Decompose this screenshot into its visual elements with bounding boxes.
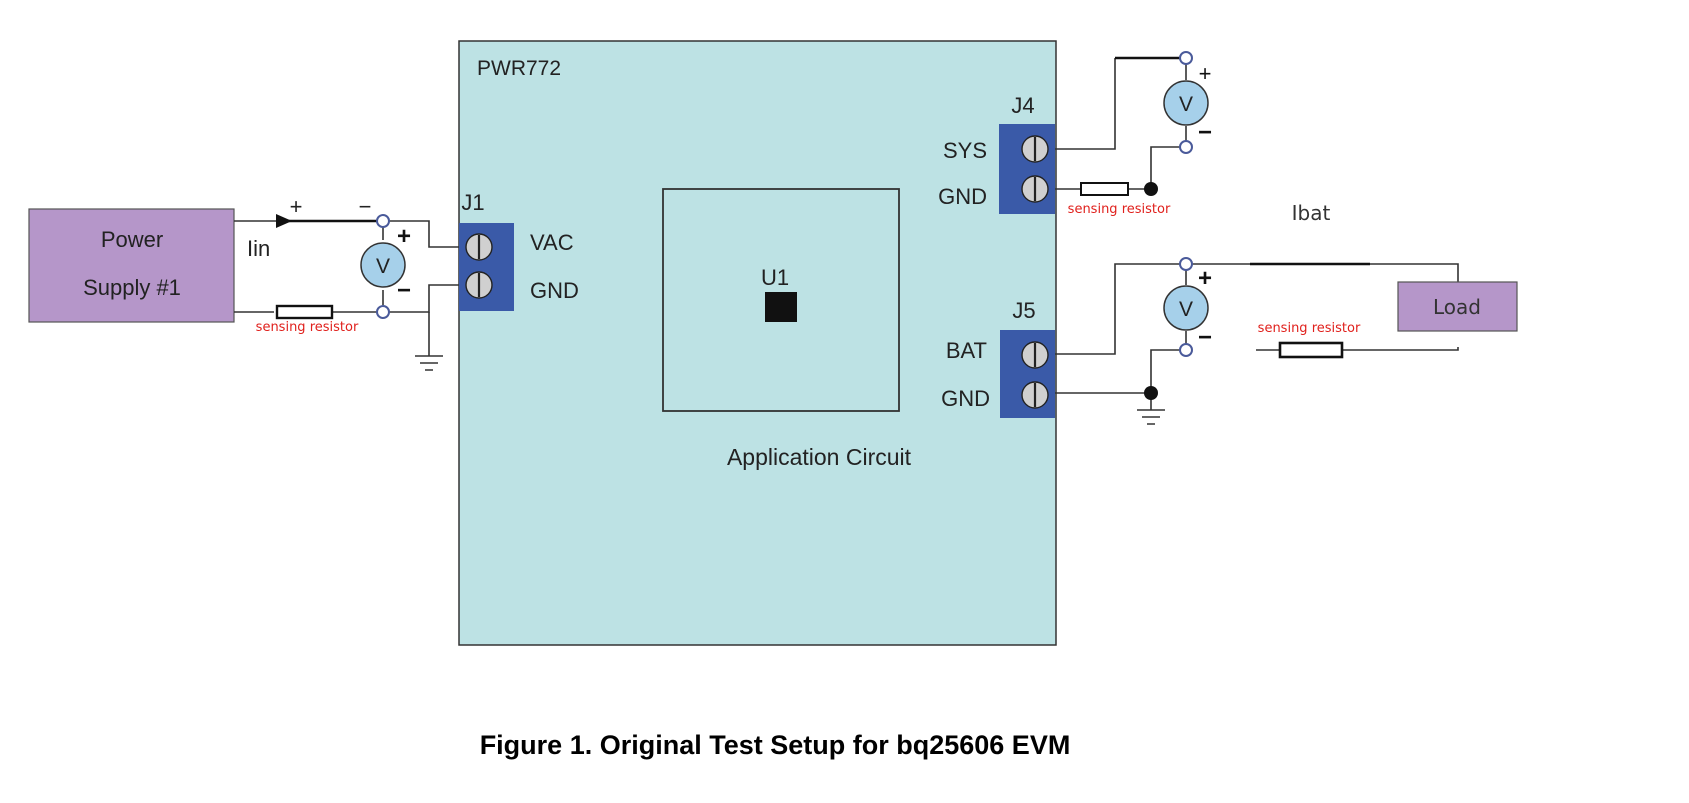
j4-body <box>999 124 1055 214</box>
j4-meter-plus: + <box>1199 61 1212 86</box>
j5-screw-2 <box>1021 381 1049 409</box>
input-meter-label: V <box>376 255 390 278</box>
ic-chip <box>765 292 797 322</box>
j4-meter-terminal-bottom <box>1179 140 1193 154</box>
j5-meter-terminal-top <box>1179 257 1193 271</box>
evm-board: PWR772 U1 Application Circuit <box>458 40 1057 646</box>
j5-meter-label: V <box>1179 298 1193 321</box>
figure-caption: Figure 1. Original Test Setup for bq2560… <box>480 730 1071 760</box>
j4-meter-terminal-top <box>1179 51 1193 65</box>
voltmeter-icon <box>360 242 406 288</box>
j5-pin2-label: GND <box>941 386 990 411</box>
resistor-icon <box>1278 341 1344 359</box>
j4-voltmeter: V + − <box>1163 61 1212 146</box>
j4-screw-2 <box>1021 175 1049 203</box>
j4-meter-label: V <box>1179 93 1193 116</box>
j5-pin1-label: BAT <box>946 338 987 363</box>
j1-screw-2 <box>465 271 493 299</box>
application-circuit-box <box>662 188 900 412</box>
j4-name: J4 <box>1011 93 1034 118</box>
input-voltmeter: V + − <box>360 223 411 304</box>
input-minus-sign: − <box>359 194 372 219</box>
j1-pin1-label: VAC <box>530 230 574 255</box>
power-supply: Power Supply #1 <box>28 208 235 323</box>
j4-junction-dot <box>1144 182 1158 196</box>
power-supply-line1: Power <box>101 227 163 252</box>
j5-junction-dot <box>1144 386 1158 400</box>
connector-j5: J5 BAT GND <box>941 298 1055 418</box>
j5-name: J5 <box>1012 298 1035 323</box>
j1-screw-1 <box>465 233 493 261</box>
j5-screw-1 <box>1021 341 1049 369</box>
voltmeter-icon <box>1163 80 1209 126</box>
ic-label: U1 <box>761 265 789 290</box>
application-circuit-label: Application Circuit <box>727 444 912 470</box>
j4-pin1-label: SYS <box>943 138 987 163</box>
j1-name: J1 <box>461 190 484 215</box>
load: Load <box>1397 281 1518 332</box>
connector-j4: J4 SYS GND <box>938 93 1055 214</box>
input-current-label: Iin <box>247 236 270 261</box>
board-name: PWR772 <box>477 57 561 80</box>
j1-pin2-label: GND <box>530 278 579 303</box>
resistor-icon <box>275 304 334 320</box>
current-arrow-icon <box>276 214 292 228</box>
board-outline <box>458 40 1057 646</box>
j5-sensing-resistor: sensing resistor <box>1258 321 1361 359</box>
power-supply-line2: Supply #1 <box>83 275 181 300</box>
input-meter-plus: + <box>397 223 411 250</box>
j5-resistor-label: sensing resistor <box>1258 321 1361 336</box>
connector-j1: J1 VAC GND <box>459 190 579 311</box>
input-meter-minus: − <box>397 277 411 304</box>
j4-pin2-label: GND <box>938 184 987 209</box>
j4-wiring <box>1055 56 1187 196</box>
load-box <box>1397 281 1518 332</box>
input-meter-terminal-top <box>376 214 390 228</box>
battery-current-label: Ibat <box>1292 201 1331 225</box>
j4-sensing-resistor: sensing resistor <box>1068 182 1171 217</box>
power-supply-box <box>28 208 235 323</box>
j5-wiring <box>1055 262 1459 425</box>
j5-voltmeter: V + − <box>1163 265 1212 351</box>
j4-resistor-label: sensing resistor <box>1068 202 1171 217</box>
voltmeter-icon <box>1163 285 1209 331</box>
input-meter-terminal-bottom <box>376 305 390 319</box>
j5-meter-plus: + <box>1198 265 1212 292</box>
j4-screw-1 <box>1021 135 1049 163</box>
resistor-icon <box>1080 182 1129 196</box>
input-resistor-label: sensing resistor <box>256 320 359 335</box>
load-label: Load <box>1433 295 1481 319</box>
input-plus-sign: + <box>290 194 303 219</box>
input-sensing-resistor: sensing resistor <box>256 304 359 335</box>
j5-meter-minus: − <box>1198 324 1212 351</box>
j5-meter-terminal-bottom <box>1179 343 1193 357</box>
j4-meter-minus: − <box>1198 119 1212 146</box>
